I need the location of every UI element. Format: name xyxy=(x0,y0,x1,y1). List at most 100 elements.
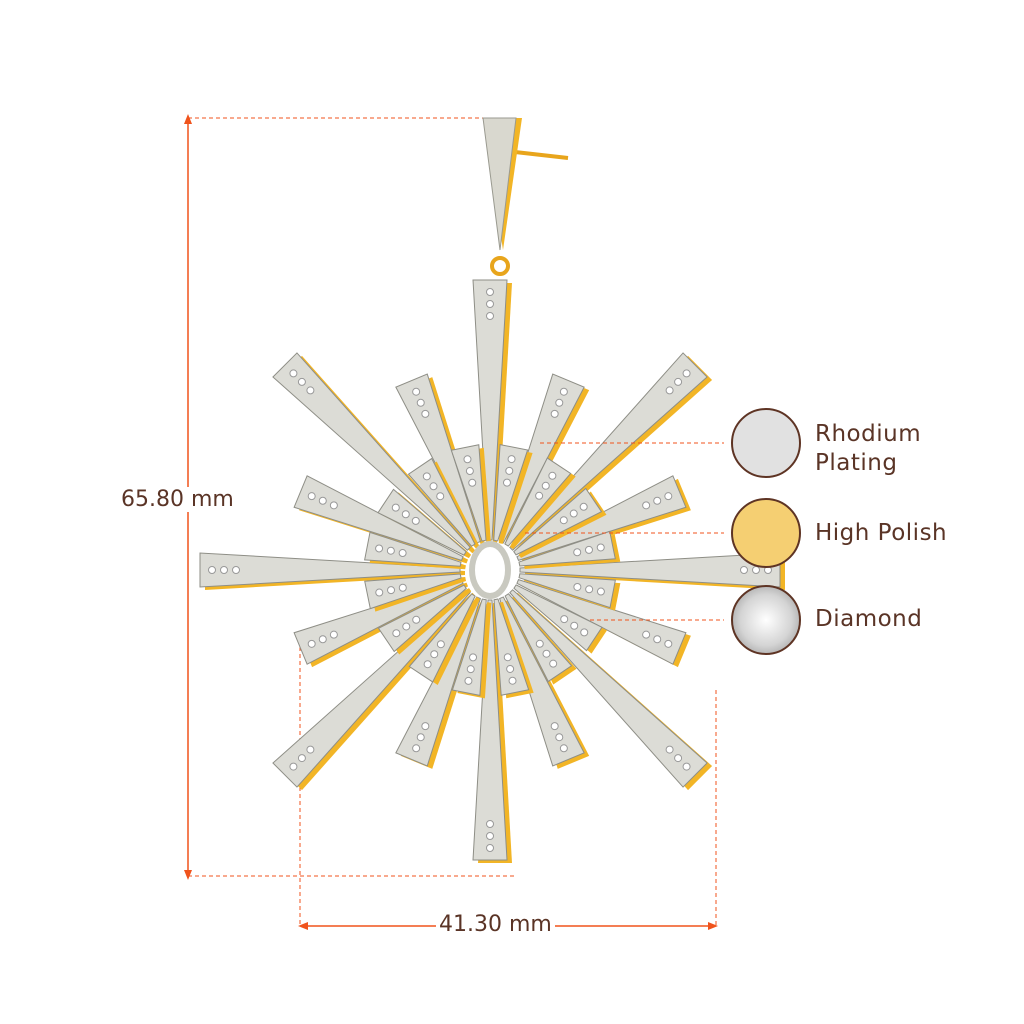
ray xyxy=(272,352,471,551)
pave-diamond xyxy=(486,844,494,852)
pave-diamond xyxy=(596,543,605,552)
pave-diamond xyxy=(416,398,425,407)
pave-diamond xyxy=(398,583,407,592)
pave-diamond xyxy=(555,733,564,742)
ray xyxy=(513,487,603,556)
pave-diamond xyxy=(665,386,674,395)
pave-diamond xyxy=(573,548,582,557)
pave-diamond xyxy=(469,653,478,662)
pave-diamond xyxy=(208,566,216,574)
pave-diamond xyxy=(422,472,431,481)
ray xyxy=(493,598,530,696)
legend-high-polish: High Polish xyxy=(815,520,948,546)
pave-diamond xyxy=(398,549,407,558)
pave-diamond xyxy=(740,566,748,574)
gold-swatch-icon xyxy=(731,498,801,568)
pave-diamond xyxy=(682,369,691,378)
pave-diamond xyxy=(580,628,589,637)
pave-diamond xyxy=(486,832,494,840)
diamond-swatch-icon xyxy=(731,585,801,655)
pave-diamond xyxy=(416,733,425,742)
legend-rhodium-line2: Plating xyxy=(815,450,898,476)
pave-diamond xyxy=(329,630,338,639)
pave-diamond xyxy=(297,754,306,763)
ray xyxy=(377,488,467,556)
pave-diamond xyxy=(430,650,439,659)
pave-diamond xyxy=(386,546,395,555)
pave-diamond xyxy=(412,744,421,753)
ray xyxy=(395,373,481,544)
ray xyxy=(472,599,508,861)
ray xyxy=(509,352,708,551)
pave-diamond xyxy=(318,635,327,644)
pave-diamond xyxy=(503,653,512,662)
pave-diamond xyxy=(560,615,569,624)
pave-diamond xyxy=(541,481,550,490)
pave-diamond xyxy=(550,722,559,731)
rhodium-swatch-icon xyxy=(731,408,801,478)
pave-diamond xyxy=(665,745,674,754)
pave-diamond xyxy=(559,744,568,753)
pave-diamond xyxy=(555,398,564,407)
pave-diamond xyxy=(375,588,384,597)
pave-diamond xyxy=(421,409,430,418)
pave-diamond xyxy=(682,762,691,771)
ray xyxy=(518,530,616,567)
earring xyxy=(199,117,785,863)
legend-diamond: Diamond xyxy=(815,606,923,632)
pave-diamond xyxy=(664,492,673,501)
pave-diamond xyxy=(375,544,384,553)
pave-diamond xyxy=(436,492,445,501)
ray xyxy=(408,593,476,683)
pave-diamond xyxy=(412,615,421,624)
pave-diamond xyxy=(411,516,420,525)
jump-ring xyxy=(490,256,510,276)
pave-diamond xyxy=(465,467,474,476)
pave-diamond xyxy=(232,566,240,574)
ray xyxy=(499,596,585,767)
ray xyxy=(509,589,708,788)
pave-diamond xyxy=(392,629,401,638)
pave-diamond xyxy=(752,566,760,574)
pave-diamond xyxy=(559,387,568,396)
pave-diamond xyxy=(642,630,651,639)
arrow-right-icon xyxy=(708,922,718,930)
pave-diamond xyxy=(401,510,410,519)
width-label: 41.30 mm xyxy=(436,912,555,937)
pave-diamond xyxy=(423,660,432,669)
pave-diamond xyxy=(569,509,578,518)
arrow-up-icon xyxy=(184,114,192,124)
pave-diamond xyxy=(421,722,430,731)
pave-diamond xyxy=(486,820,494,828)
pave-diamond xyxy=(579,502,588,511)
ray xyxy=(199,552,461,588)
ray xyxy=(518,573,616,609)
pave-diamond xyxy=(502,478,511,487)
pave-diamond xyxy=(387,586,396,595)
pave-diamond xyxy=(486,288,494,296)
ray xyxy=(516,579,687,665)
ray xyxy=(504,457,572,547)
pave-diamond xyxy=(507,455,516,464)
pave-diamond xyxy=(573,582,582,591)
pave-diamond xyxy=(505,466,514,475)
pave-diamond xyxy=(468,478,477,487)
ray xyxy=(504,593,573,683)
arrow-down-icon xyxy=(184,870,192,880)
pave-diamond xyxy=(653,635,662,644)
pave-diamond xyxy=(429,482,438,491)
center-ring xyxy=(469,541,511,599)
pave-diamond xyxy=(506,664,515,673)
pave-diamond xyxy=(585,585,594,594)
pave-diamond xyxy=(297,377,306,386)
ray xyxy=(451,598,487,696)
ray xyxy=(293,475,464,561)
ray xyxy=(516,475,687,561)
pave-diamond xyxy=(486,300,494,308)
pave-diamond xyxy=(466,665,475,674)
legend-rhodium-line1: Rhodium xyxy=(815,421,922,447)
pave-diamond xyxy=(508,676,517,685)
pave-diamond xyxy=(306,745,315,754)
ray xyxy=(450,444,487,542)
